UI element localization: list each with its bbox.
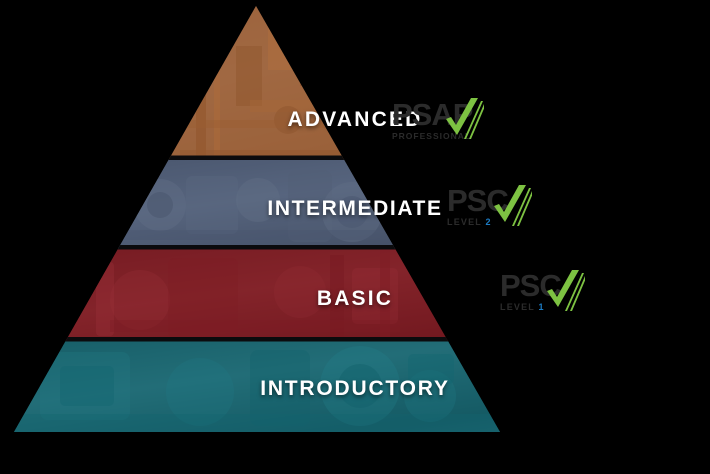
pyramid-tier-introductory (14, 341, 500, 432)
pyramid-tier-advanced (14, 6, 500, 159)
badge-psc-level-1-inner: PSC LEVEL 1 (500, 268, 585, 312)
tier-divider (14, 245, 500, 250)
badge-psc-level-2-subtitle: LEVEL 2 (447, 217, 508, 227)
badge-psc-level-1-subtitle: LEVEL 1 (500, 302, 561, 312)
badge-psc-level-2-title: PSC (447, 183, 509, 218)
tier-label-intermediate: INTERMEDIATE (267, 197, 443, 220)
badge-psap-subtitle: PROFESSIONAL (392, 131, 472, 141)
badge-psap: PSAP PROFESSIONAL (392, 97, 484, 141)
tier-divider (14, 337, 500, 342)
tier-label-introductory: INTRODUCTORY (260, 377, 450, 400)
badge-psc-level-1-title: PSC (500, 268, 562, 303)
badge-psc-level-2-subtitle-text: LEVEL (447, 217, 486, 227)
tier-label-advanced: ADVANCED (287, 108, 423, 131)
badge-psc-level-2-inner: PSC LEVEL 2 (447, 183, 532, 227)
badge-psc-level-1-subtitle-text: LEVEL (500, 302, 539, 312)
badge-psc-level-2: PSC LEVEL 2 (447, 183, 532, 227)
badge-psc-level-2-number: 2 (485, 217, 492, 227)
badge-psc-level-1: PSC LEVEL 1 (500, 268, 585, 312)
badge-psc-level-1-number: 1 (538, 302, 545, 312)
badge-psap-title: PSAP (392, 97, 473, 132)
tier-divider (14, 155, 500, 160)
badge-psap-inner: PSAP PROFESSIONAL (392, 97, 484, 141)
tier-label-basic: BASIC (316, 287, 394, 310)
badge-psap-subtitle-text: PROFESSIONAL (392, 131, 472, 141)
